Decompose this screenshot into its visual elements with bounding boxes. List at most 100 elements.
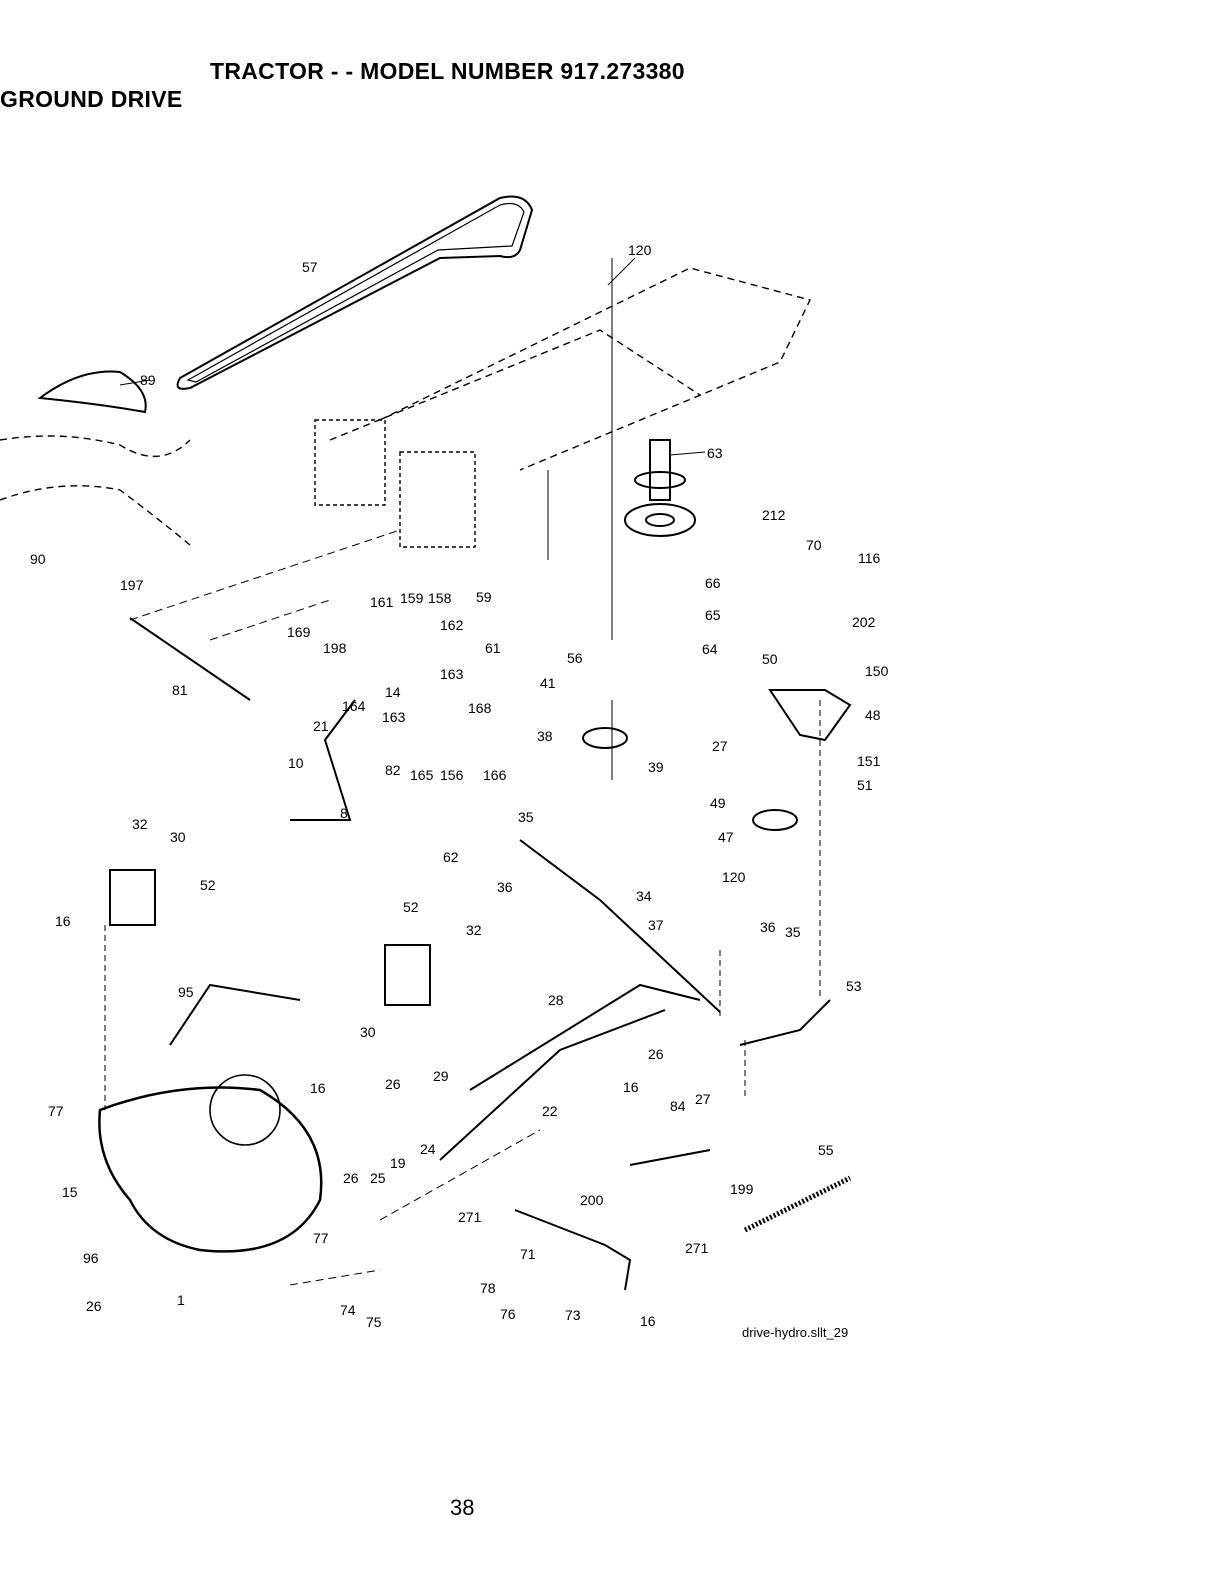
- part-label-156: 156: [440, 767, 464, 783]
- page-title: TRACTOR - - MODEL NUMBER 917.273380: [210, 58, 685, 84]
- pulley-shaft: [649, 439, 671, 501]
- part-label-41: 41: [540, 675, 556, 691]
- part-label-52-center: 52: [403, 899, 419, 915]
- idler-bracket: [768, 689, 852, 742]
- part-label-200: 200: [580, 1192, 604, 1208]
- part-label-26-right: 26: [648, 1046, 664, 1062]
- part-label-16-lower: 16: [640, 1313, 656, 1329]
- part-label-16-left: 16: [55, 913, 71, 929]
- part-label-64: 64: [702, 641, 718, 657]
- part-label-16-right: 16: [623, 1079, 639, 1095]
- part-label-75: 75: [366, 1314, 382, 1330]
- part-label-70: 70: [806, 537, 822, 553]
- part-label-84: 84: [670, 1098, 686, 1114]
- idler-pulley-38: [582, 727, 628, 749]
- part-label-10: 10: [288, 755, 304, 771]
- part-label-271-right: 271: [685, 1240, 709, 1256]
- part-label-8: 8: [340, 805, 348, 821]
- part-label-150: 150: [865, 663, 889, 679]
- part-label-159: 159: [400, 590, 424, 606]
- diagram-source-reference: drive-hydro.sllt_29: [742, 1325, 849, 1340]
- part-label-96: 96: [83, 1250, 99, 1266]
- part-label-48: 48: [865, 707, 881, 723]
- part-label-168: 168: [468, 700, 492, 716]
- part-label-116: 116: [858, 550, 881, 566]
- part-label-26-left: 26: [86, 1298, 102, 1314]
- part-label-28: 28: [548, 992, 564, 1008]
- part-label-164: 164: [342, 698, 366, 714]
- part-label-166: 166: [483, 767, 507, 783]
- drive-belt: [176, 195, 534, 390]
- part-label-16-center: 16: [310, 1080, 326, 1096]
- part-label-26-center: 26: [385, 1076, 401, 1092]
- part-label-38: 38: [537, 728, 553, 744]
- part-label-271-left: 271: [458, 1209, 482, 1225]
- part-label-62: 62: [443, 849, 459, 865]
- rod-95: [169, 983, 301, 1046]
- part-label-56: 56: [567, 650, 583, 666]
- part-label-39: 39: [648, 759, 664, 775]
- shaft-199: [629, 1149, 711, 1166]
- part-label-49: 49: [710, 795, 726, 811]
- part-label-73: 73: [565, 1307, 581, 1323]
- part-label-63: 63: [707, 445, 723, 461]
- part-label-26-lower: 26: [343, 1170, 359, 1186]
- part-label-77-left: 77: [48, 1103, 64, 1119]
- part-label-27-upper: 27: [712, 738, 728, 754]
- idler-pulley-47: [752, 809, 798, 831]
- rod-28: [469, 983, 701, 1091]
- part-label-50: 50: [762, 651, 778, 667]
- part-label-55: 55: [818, 1142, 834, 1158]
- part-label-36-right: 36: [760, 919, 776, 935]
- part-label-30-left: 30: [170, 829, 186, 845]
- part-label-34: 34: [636, 888, 652, 904]
- part-label-89: 89: [140, 372, 156, 388]
- bracket-30-center: [384, 944, 431, 1006]
- part-label-165: 165: [410, 767, 434, 783]
- part-label-71: 71: [520, 1246, 536, 1262]
- part-label-1: 1: [177, 1292, 185, 1308]
- part-label-53: 53: [846, 978, 862, 994]
- part-label-76: 76: [500, 1306, 516, 1322]
- part-label-29: 29: [433, 1068, 449, 1084]
- part-label-77-lower: 77: [313, 1230, 329, 1246]
- pulley-lower: [624, 503, 696, 537]
- part-label-47: 47: [718, 829, 734, 845]
- part-label-158: 158: [428, 590, 452, 606]
- part-label-162: 162: [440, 617, 464, 633]
- part-label-35-upper: 35: [518, 809, 534, 825]
- part-label-120-top: 120: [628, 242, 652, 258]
- spring-55: [743, 1175, 852, 1233]
- part-label-21: 21: [313, 718, 329, 734]
- bracket-30-left: [109, 869, 156, 926]
- part-label-52-left: 52: [200, 877, 216, 893]
- part-label-25: 25: [370, 1170, 386, 1186]
- pedal-rod-8: [290, 699, 356, 821]
- part-label-197: 197: [120, 577, 144, 593]
- part-label-202: 202: [852, 614, 876, 630]
- part-label-82: 82: [385, 762, 401, 778]
- bracket-71: [514, 1209, 632, 1291]
- fender: [37, 370, 147, 414]
- page-number: 38: [450, 1495, 475, 1520]
- part-label-27-lower: 27: [695, 1091, 711, 1107]
- cooling-fan: [209, 1074, 281, 1146]
- rod-22: [439, 1009, 666, 1161]
- part-label-66: 66: [705, 575, 721, 591]
- part-label-163-upper: 163: [440, 666, 464, 682]
- part-label-65: 65: [705, 607, 721, 623]
- part-label-169: 169: [287, 624, 311, 640]
- shaft-34: [519, 839, 721, 1013]
- frame-plate: [314, 419, 386, 506]
- part-label-32-left: 32: [132, 816, 148, 832]
- part-label-95: 95: [178, 984, 194, 1000]
- part-label-57: 57: [302, 259, 318, 275]
- part-label-161: 161: [370, 594, 394, 610]
- part-label-51: 51: [857, 777, 873, 793]
- part-label-78: 78: [480, 1280, 496, 1296]
- part-label-14: 14: [385, 684, 401, 700]
- part-label-37: 37: [648, 917, 664, 933]
- part-label-61: 61: [485, 640, 501, 656]
- part-label-151: 151: [857, 753, 881, 769]
- part-label-74: 74: [340, 1302, 356, 1318]
